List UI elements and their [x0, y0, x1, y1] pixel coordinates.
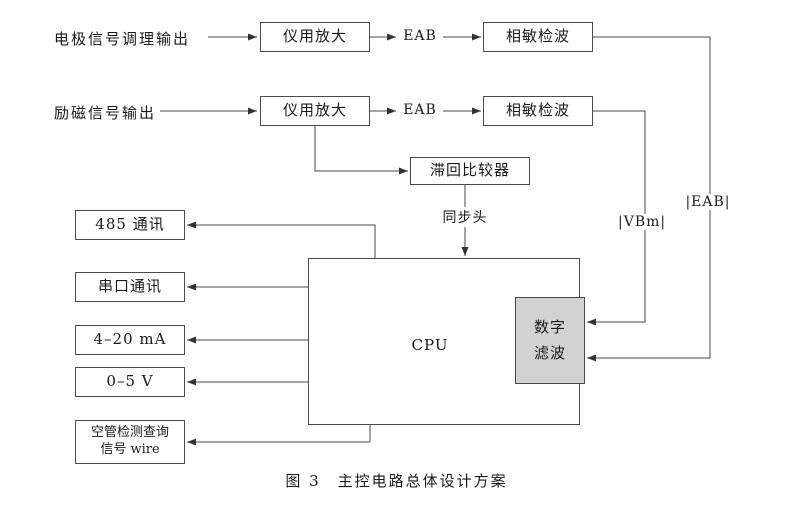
block-current-loop-output-label: 4–20 mA — [93, 330, 167, 349]
block-phase-detector-1: 相敏检波 — [483, 22, 593, 52]
block-instrument-amp-2: 仪用放大 — [260, 96, 370, 126]
block-digital-filter-label-line2: 滤波 — [533, 343, 566, 362]
block-485-comm-label: 485 通讯 — [95, 215, 165, 234]
block-voltage-output-label: 0–5 V — [106, 372, 154, 391]
block-voltage-output: 0–5 V — [75, 367, 185, 397]
block-empty-pipe-detect-label-line2: 信号 wire — [100, 442, 160, 457]
block-hysteresis-comparator-label: 滞回比较器 — [429, 161, 510, 180]
block-current-loop-output: 4–20 mA — [75, 325, 185, 355]
block-digital-filter-label-line1: 数字 — [533, 318, 566, 336]
block-serial-comm-label: 串口通讯 — [97, 277, 162, 296]
signal-label-sync-head: 同步头 — [437, 207, 493, 227]
figure-caption: 图 3 主控电路总体设计方案 — [285, 472, 508, 490]
signal-label-eab-abs: |EAB| — [683, 194, 733, 210]
block-digital-filter: 数字 滤波 — [515, 297, 585, 384]
block-empty-pipe-detect-label-line1: 空管检测查询 — [90, 425, 169, 441]
block-cpu-label: CPU — [411, 336, 449, 354]
block-485-comm: 485 通讯 — [75, 210, 185, 240]
block-phase-detector-2-label: 相敏检波 — [505, 101, 570, 120]
block-empty-pipe-detect: 空管检测查询 信号 wire — [75, 420, 185, 464]
block-phase-detector-2: 相敏检波 — [483, 96, 593, 126]
signal-label-eab-mid: EAB — [398, 102, 442, 118]
block-instrument-amp-1-label: 仪用放大 — [282, 27, 347, 46]
input-label-electrode: 电极信号调理输出 — [54, 30, 191, 48]
block-instrument-amp-1: 仪用放大 — [260, 22, 370, 52]
signal-label-vbm-abs: |VBm| — [616, 214, 667, 230]
block-phase-detector-1-label: 相敏检波 — [505, 27, 570, 46]
block-hysteresis-comparator: 滞回比较器 — [410, 157, 530, 185]
block-instrument-amp-2-label: 仪用放大 — [282, 101, 347, 120]
signal-label-eab-top: EAB — [398, 28, 442, 44]
block-serial-comm: 串口通讯 — [75, 272, 185, 302]
input-label-excitation: 励磁信号输出 — [54, 104, 157, 122]
